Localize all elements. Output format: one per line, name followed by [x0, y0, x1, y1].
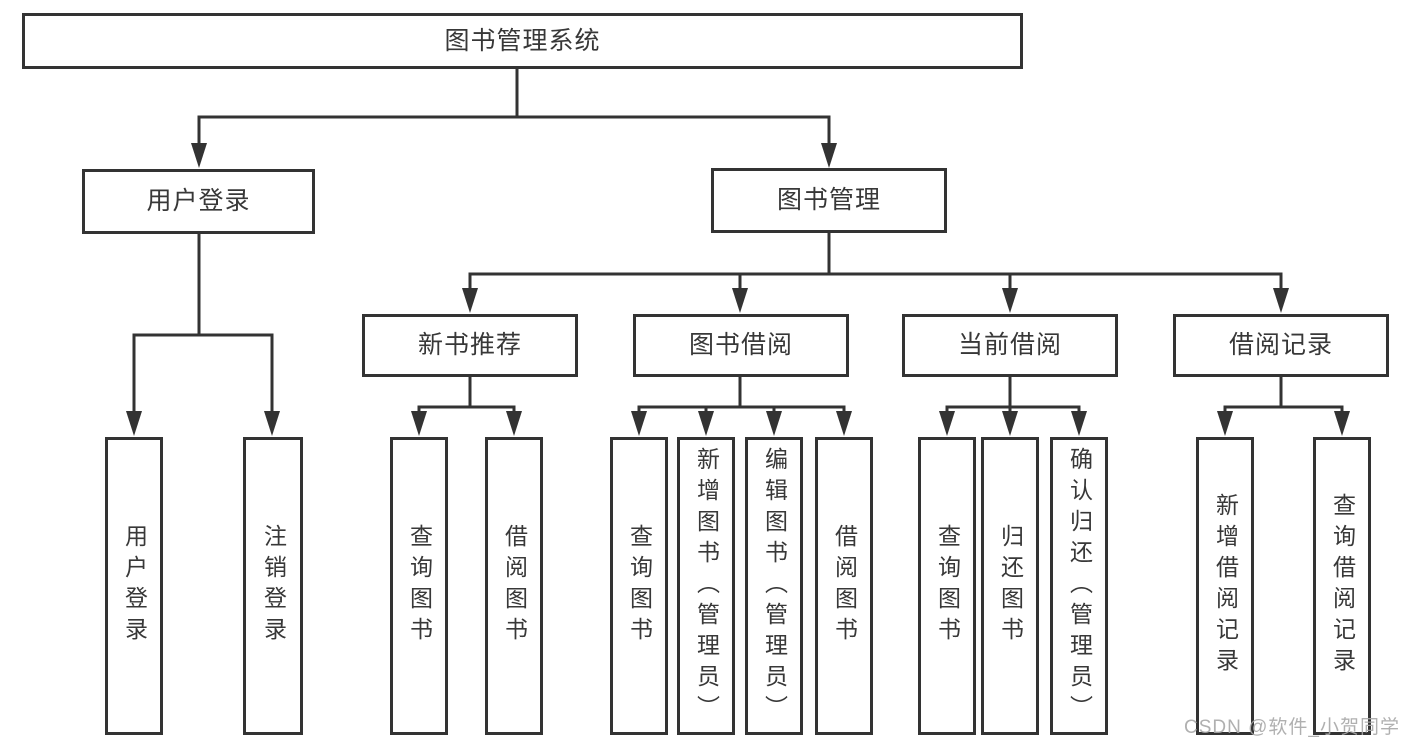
leaf-add-borrow-record: 新增借阅记录 — [1196, 437, 1254, 735]
leaf-return-book-label: 归还图书 — [997, 524, 1024, 648]
node-user-login: 用户登录 — [82, 169, 315, 234]
node-borrowing-records: 借阅记录 — [1173, 314, 1389, 377]
leaf-query-books-borrowing: 查询图书 — [610, 437, 668, 735]
leaf-add-book-admin: 新增图书（管理员） — [677, 437, 735, 735]
leaf-query-books-recommend-label: 查询图书 — [406, 524, 433, 648]
leaf-add-book-admin-label: 新增图书（管理员） — [693, 446, 720, 726]
leaf-query-books-current: 查询图书 — [918, 437, 976, 735]
leaf-query-borrow-record-label: 查询借阅记录 — [1329, 493, 1356, 679]
csdn-watermark: CSDN @软件_小贺同学 — [1184, 717, 1400, 738]
connector-bookmgmt-to-groups — [468, 233, 1283, 291]
node-root-system-label: 图书管理系统 — [444, 26, 601, 55]
leaf-add-borrow-record-label: 新增借阅记录 — [1212, 493, 1239, 679]
node-root-system: 图书管理系统 — [22, 13, 1023, 69]
connector-records-to-leaves — [1223, 377, 1344, 414]
node-current-borrowing: 当前借阅 — [902, 314, 1118, 377]
leaf-edit-book-admin: 编辑图书（管理员） — [745, 437, 803, 735]
leaf-borrow-books-recommend: 借阅图书 — [485, 437, 543, 735]
leaf-confirm-return-admin-label: 确认归还（管理员） — [1066, 446, 1093, 726]
leaf-edit-book-admin-label: 编辑图书（管理员） — [761, 446, 788, 726]
leaf-user-login-label: 用户登录 — [121, 524, 148, 648]
node-book-borrowing: 图书借阅 — [633, 314, 849, 377]
leaf-logout: 注销登录 — [243, 437, 303, 735]
leaf-query-borrow-record: 查询借阅记录 — [1313, 437, 1371, 735]
node-book-management: 图书管理 — [711, 168, 947, 233]
node-user-login-label: 用户登录 — [146, 187, 251, 215]
leaf-borrow-books-borrowing: 借阅图书 — [815, 437, 873, 735]
leaf-confirm-return-admin: 确认归还（管理员） — [1050, 437, 1108, 735]
leaf-user-login: 用户登录 — [105, 437, 163, 735]
leaf-logout-label: 注销登录 — [260, 524, 287, 648]
leaf-borrow-books-recommend-label: 借阅图书 — [501, 524, 528, 648]
node-borrowing-records-label: 借阅记录 — [1228, 331, 1333, 359]
leaf-query-books-recommend: 查询图书 — [390, 437, 448, 735]
connector-userlogin-to-leaves — [132, 234, 274, 414]
leaf-query-books-borrowing-label: 查询图书 — [626, 524, 653, 648]
arrowheads — [126, 143, 1350, 436]
node-new-book-recommend-label: 新书推荐 — [417, 331, 522, 359]
node-new-book-recommend: 新书推荐 — [362, 314, 578, 377]
leaf-return-book: 归还图书 — [981, 437, 1039, 735]
connector-borrow-to-leaves — [637, 377, 846, 414]
leaf-query-books-current-label: 查询图书 — [934, 524, 961, 648]
node-book-borrowing-label: 图书借阅 — [688, 331, 793, 359]
connector-root-to-level2 — [197, 69, 831, 146]
node-book-management-label: 图书管理 — [776, 186, 881, 214]
leaf-borrow-books-borrowing-label: 借阅图书 — [831, 524, 858, 648]
node-current-borrowing-label: 当前借阅 — [957, 331, 1062, 359]
connector-newbook-to-leaves — [417, 377, 516, 414]
connector-current-to-leaves — [945, 377, 1081, 414]
